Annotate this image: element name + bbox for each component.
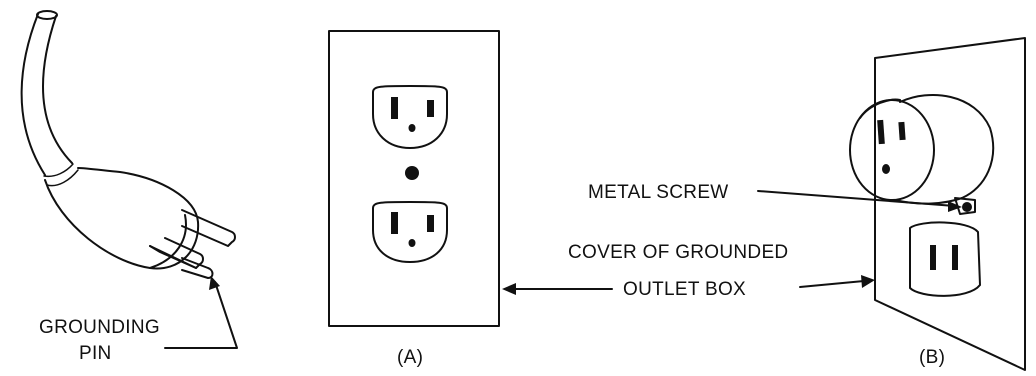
grounding-pin-label-line2: PIN <box>79 343 112 364</box>
top-receptacle-face <box>372 85 448 149</box>
adapter-ground-hole <box>882 164 890 174</box>
plug-cord-left-edge <box>20 13 46 176</box>
grounding-pin <box>181 257 214 279</box>
plug-cord-right-edge <box>42 15 73 164</box>
ground-tab <box>954 197 976 215</box>
plug-prong-lower <box>149 237 204 269</box>
figure-b-label: (B) <box>919 347 945 368</box>
three-prong-plug <box>20 10 236 279</box>
adapter-slot-left <box>877 119 885 145</box>
bottom-receptacle <box>372 201 448 263</box>
bottom-receptacle-slot-right <box>427 215 434 232</box>
plug-cord-end <box>36 10 58 20</box>
bottom-receptacle-slot-left <box>391 212 398 234</box>
metal-screw-leader-line <box>757 190 956 207</box>
bottom-receptacle-ground-hole <box>408 239 416 247</box>
adapter-cylinder-rim <box>899 94 995 199</box>
outlet-box-leader-right <box>799 280 865 288</box>
lower-receptacle-slot-right <box>952 245 958 270</box>
cover-label-line1: COVER OF GROUNDED <box>568 242 788 263</box>
metal-screw-label: METAL SCREW <box>588 182 729 203</box>
grounding-pin-arrowhead <box>209 276 220 290</box>
grounding-pin-pointer <box>164 276 238 349</box>
adapter-top-edge <box>859 98 901 119</box>
lower-receptacle-slot-left <box>930 245 936 270</box>
outlet-box-pointers <box>502 275 875 295</box>
center-screw <box>405 166 419 180</box>
bottom-receptacle-face <box>372 201 448 263</box>
perspective-cover-plate <box>874 37 1026 371</box>
top-receptacle-slot-right <box>427 100 434 117</box>
plug-prong-lower-edge <box>149 245 197 269</box>
adapter-slot-right <box>898 121 906 141</box>
cover-label-line2: OUTLET BOX <box>623 279 746 300</box>
metal-screw-pointer <box>757 190 962 212</box>
lower-receptacle <box>909 221 981 297</box>
grounding-pin-leader-line <box>164 281 238 349</box>
plug-strain-band <box>43 163 74 178</box>
top-receptacle-ground-hole <box>408 124 416 132</box>
top-receptacle <box>372 85 448 149</box>
top-receptacle-slot-left <box>391 97 398 119</box>
grounding-pin-label-line1: GROUNDING <box>39 317 160 338</box>
metal-screw <box>962 202 972 212</box>
plug-body <box>44 167 200 270</box>
metal-screw-arrowhead <box>948 201 962 212</box>
plug-prong-upper <box>181 209 236 247</box>
outlet-front-view <box>328 30 500 327</box>
outlet-box-arrowhead-left <box>502 283 516 295</box>
outlet-cover-plate <box>328 30 500 327</box>
plug-strain-band-2 <box>46 169 79 187</box>
figure-a-label: (A) <box>397 347 423 368</box>
outlet-box-arrowhead-right <box>861 275 875 288</box>
plug-face-edge <box>149 214 187 269</box>
